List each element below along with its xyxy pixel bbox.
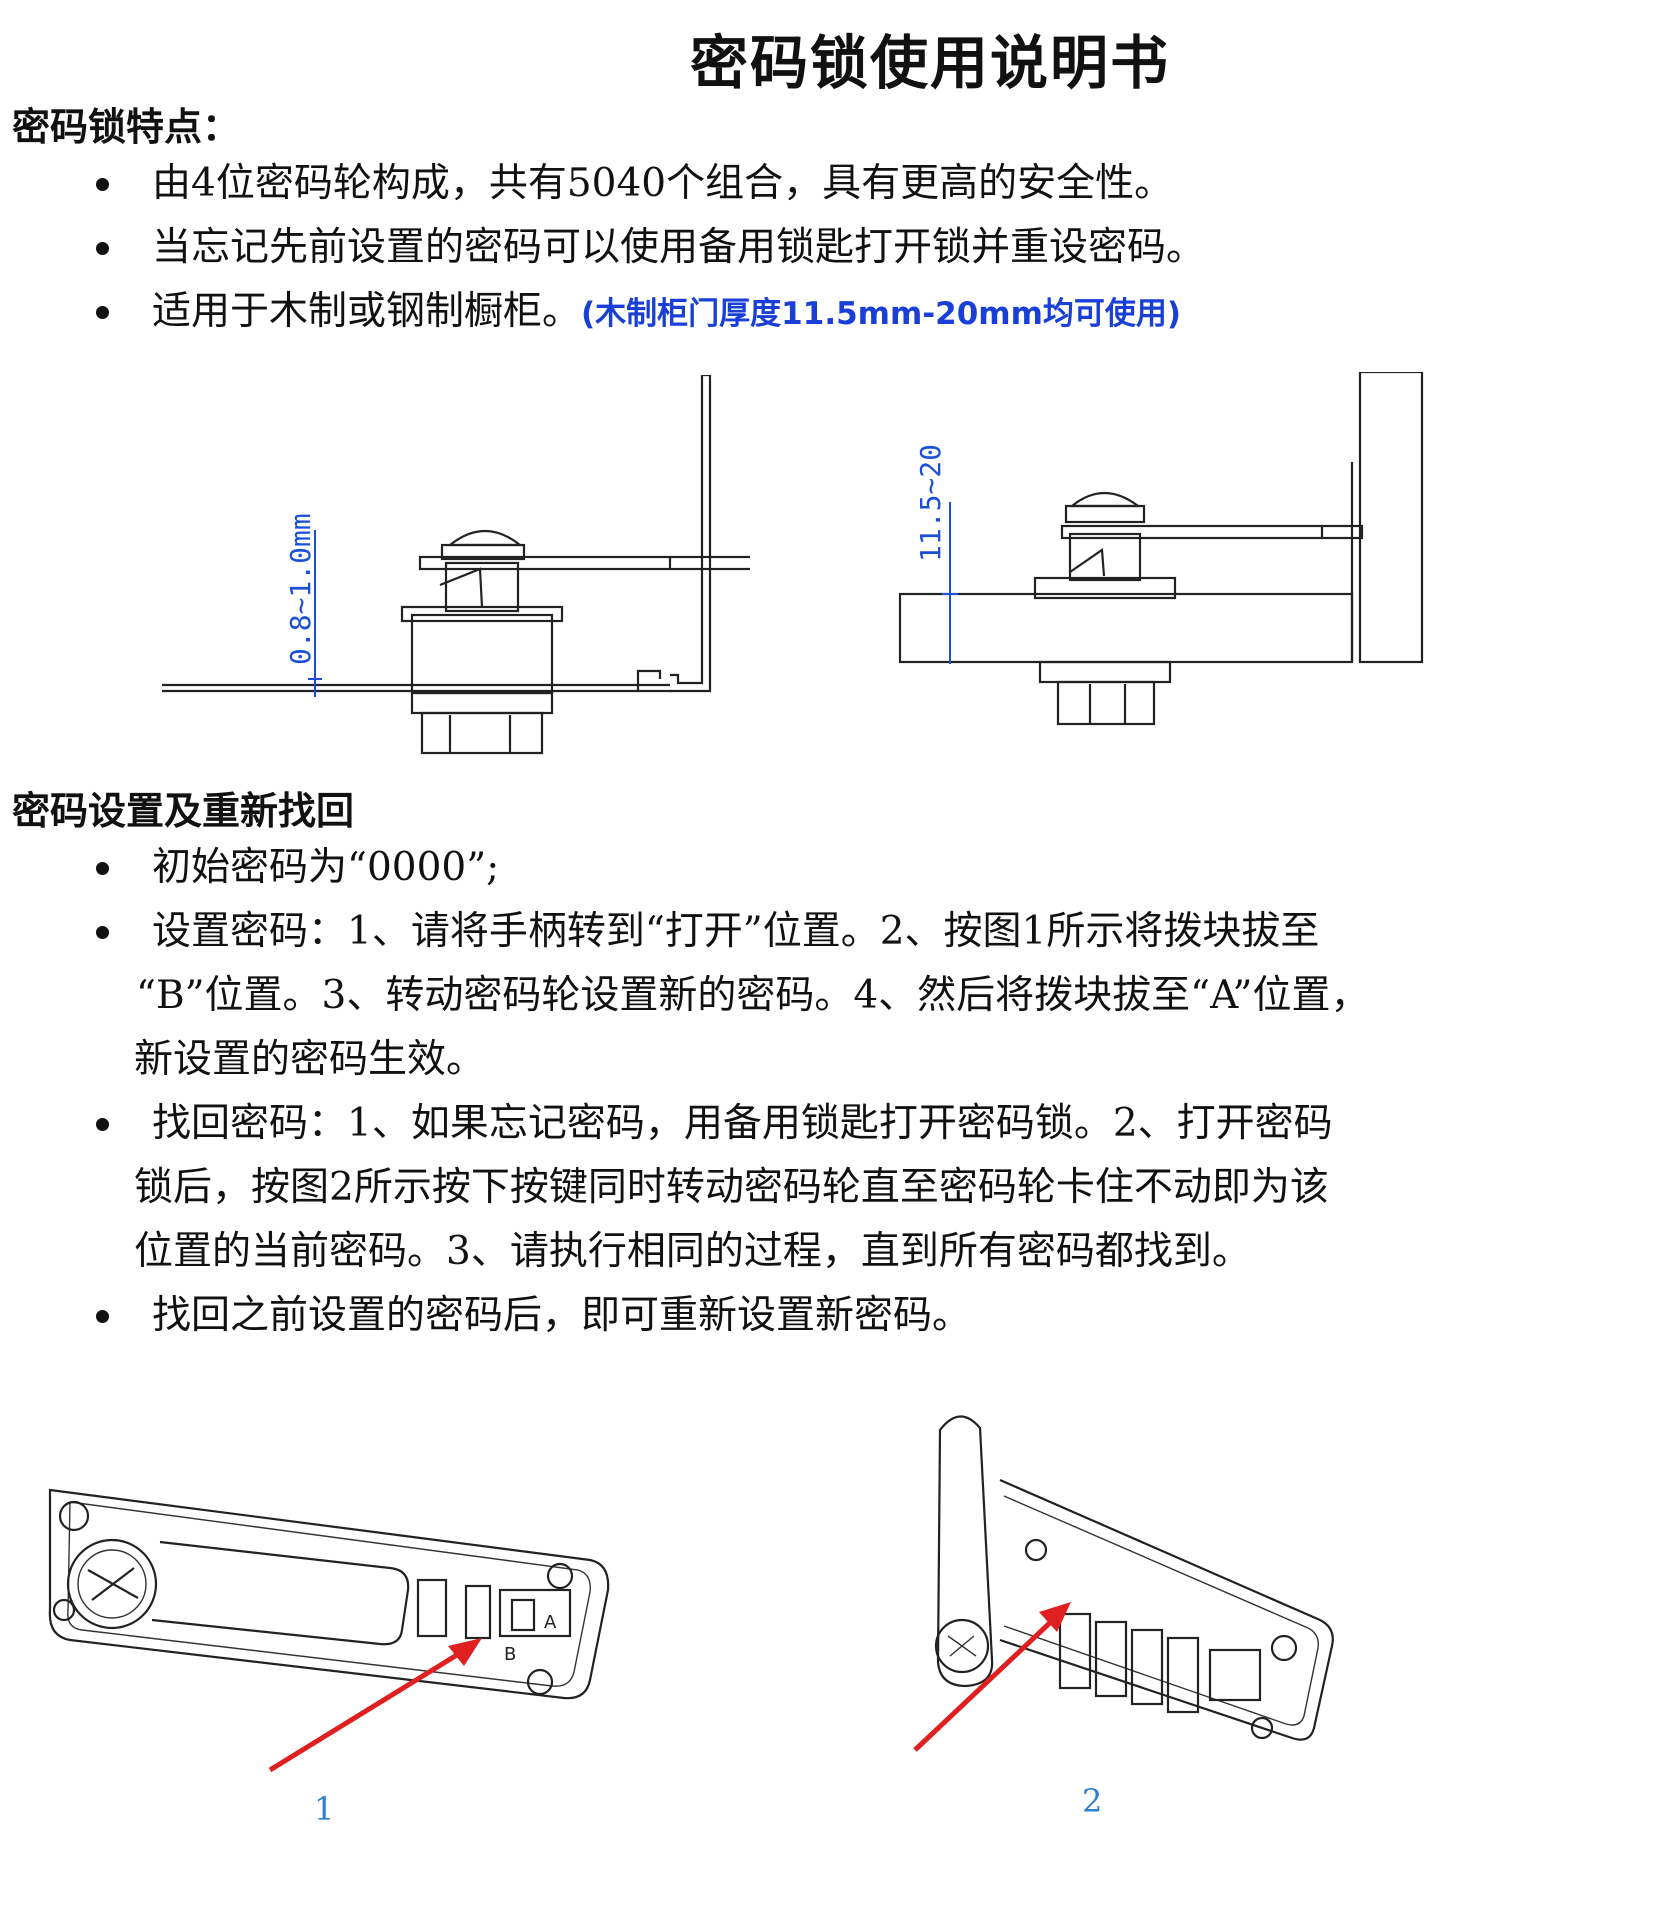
arrow-1: [268, 1638, 482, 1773]
list-item-continuation: 位置的当前密码。3、请执行相同的过程，直到所有密码都找到。: [134, 1229, 1251, 1274]
thickness-dimension-left: 0.8~1.0mm: [284, 513, 317, 665]
arrow-2: [913, 1602, 1071, 1752]
bullet-icon: [96, 242, 109, 255]
bullet-icon: [96, 1118, 109, 1131]
thickness-dimension-right: 11.5~20: [914, 444, 947, 562]
list-item-text: 初始密码为“0000”;: [152, 845, 500, 890]
steel-cabinet-diagram: 0.8~1.0mm: [162, 375, 750, 755]
section-heading-features: 密码锁特点：: [12, 105, 241, 149]
bullet-icon: [96, 306, 109, 319]
figure-2-lock-back: [934, 1415, 1334, 1741]
list-item-text: 适用于木制或钢制橱柜。: [152, 289, 582, 334]
list-item-text: 设置密码：1、请将手柄转到“打开”位置。2、按图1所示将拨块拔至: [152, 909, 1320, 954]
bullet-icon: [96, 862, 109, 875]
switch-position-b: B: [504, 1644, 516, 1665]
list-item-continuation: “B”位置。3、转动密码轮设置新的密码。4、然后将拨块拔至“A”位置，: [136, 973, 1370, 1018]
figure-2-label: 2: [1082, 1782, 1103, 1820]
list-item-continuation: 新设置的密码生效。: [134, 1037, 486, 1082]
list-item-text: 当忘记先前设置的密码可以使用备用锁匙打开锁并重设密码。: [152, 225, 1206, 270]
bullet-icon: [96, 178, 109, 191]
figure-1-label: 1: [314, 1790, 335, 1828]
list-item-text-row: 适用于木制或钢制橱柜。(木制柜门厚度11.5mm-20mm均可使用): [152, 280, 1181, 346]
list-item-text: 找回之前设置的密码后，即可重新设置新密码。: [152, 1293, 972, 1338]
list-item-text: 由4位密码轮构成，共有5040个组合，具有更高的安全性。: [152, 161, 1174, 206]
bullet-icon: [96, 926, 109, 939]
list-item-text: 找回密码：1、如果忘记密码，用备用锁匙打开密码锁。2、打开密码: [152, 1101, 1333, 1146]
document-title: 密码锁使用说明书: [689, 29, 1170, 97]
thickness-note: (木制柜门厚度11.5mm-20mm均可使用): [581, 296, 1182, 332]
section-heading-setup: 密码设置及重新找回: [12, 789, 355, 833]
bullet-icon: [96, 1310, 109, 1323]
wooden-door-diagram: 11.5~20: [898, 372, 1424, 726]
list-item-continuation: 锁后，按图2所示按下按键同时转动密码轮直至密码轮卡住不动即为该: [134, 1165, 1329, 1210]
figure-1-lock-back: A B: [48, 1488, 610, 1700]
switch-position-a: A: [544, 1612, 557, 1633]
